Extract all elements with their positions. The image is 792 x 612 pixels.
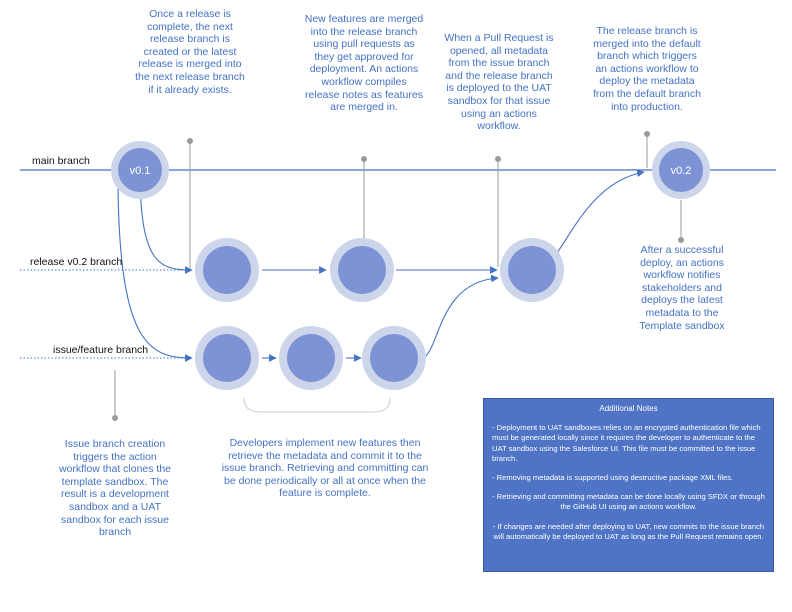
note-pull-request: When a Pull Request is opened, all metad… <box>444 32 554 133</box>
issue-to-release-curve <box>422 274 499 359</box>
note-developers: Developers implement new features then r… <box>221 437 429 500</box>
release-branch-label: release v0.2 branch <box>30 256 123 268</box>
developers-bracket <box>243 397 391 413</box>
release-node-2 <box>330 238 394 302</box>
callout-dot-release-merged <box>644 131 650 137</box>
note-release-merged: The release branch is merged into the de… <box>593 25 701 113</box>
issue-node-2 <box>279 326 343 390</box>
release-branch-curve <box>139 169 193 274</box>
node-v02-label: v0.2 <box>671 165 692 177</box>
node-v01-label: v0.1 <box>130 165 151 177</box>
issue-node-3 <box>362 326 426 390</box>
additional-note-item: - Deployment to UAT sandboxes relies on … <box>492 423 761 463</box>
node-v02: v0.2 <box>652 141 710 199</box>
main-branch-label: main branch <box>32 155 90 167</box>
additional-note-item: - Retrieving and committing metadata can… <box>492 492 765 512</box>
issue-branch-curve <box>117 187 193 362</box>
callout-dot-pull-request <box>495 156 501 162</box>
note-successful-deploy: After a successful deploy, an actions wo… <box>639 244 725 332</box>
release-node-1 <box>195 238 259 302</box>
additional-note-item: - If changes are needed after deploying … <box>492 521 765 541</box>
release-node-3 <box>500 238 564 302</box>
additional-notes-title: Additional Notes <box>599 404 658 413</box>
callout-dot-issue-creation <box>112 415 118 421</box>
callout-dot-successful-deploy <box>678 237 684 243</box>
note-release-complete: Once a release is complete, the next rel… <box>135 8 245 96</box>
node-v01: v0.1 <box>111 141 169 199</box>
callout-dot-new-features <box>361 156 367 162</box>
additional-notes-box: Additional Notes - Deployment to UAT san… <box>483 398 774 572</box>
issue-branch-label: issue/feature branch <box>53 344 149 356</box>
callout-dot-release-complete <box>187 138 193 144</box>
note-new-features: New features are merged into the release… <box>304 13 424 114</box>
note-issue-creation: Issue branch creation triggers the actio… <box>58 438 172 539</box>
issue-node-1 <box>195 326 259 390</box>
additional-note-item: - Removing metadata is supported using d… <box>492 473 734 483</box>
